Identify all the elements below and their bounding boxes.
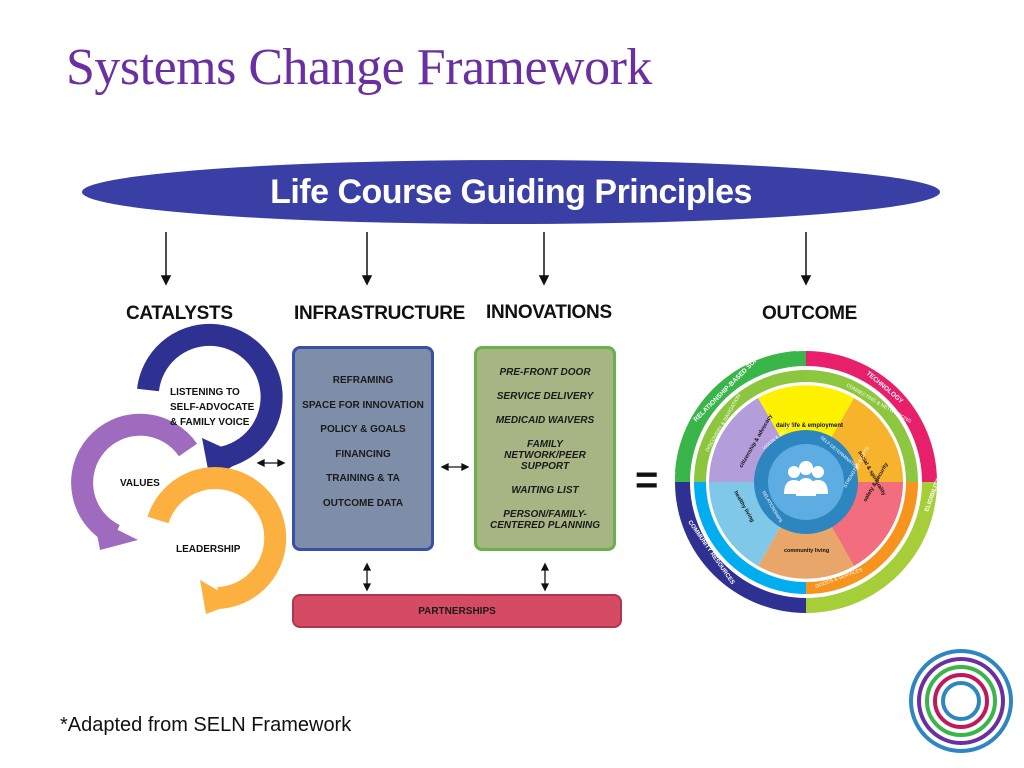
values-arrow xyxy=(71,413,198,545)
infrastructure-box: REFRAMING SPACE FOR INNOVATION POLICY & … xyxy=(292,346,434,551)
innovation-item: WAITING LIST xyxy=(511,485,579,496)
infrastructure-item: TRAINING & TA xyxy=(326,473,400,484)
logo-rings-icon xyxy=(909,649,1013,753)
catalyst-values: VALUES xyxy=(120,478,160,489)
domain-label-community: community living xyxy=(784,548,829,554)
infrastructure-heading: INFRASTRUCTURE xyxy=(294,303,466,324)
innovations-box: PRE-FRONT DOOR SERVICE DELIVERY MEDICAID… xyxy=(474,346,616,551)
banner-label: Life Course Guiding Principles xyxy=(270,172,752,211)
innovation-item: MEDICAID WAIVERS xyxy=(495,415,595,426)
infrastructure-item: OUTCOME DATA xyxy=(322,497,404,509)
infrastructure-item: SPACE FOR INNOVATION xyxy=(302,399,424,411)
outcome-heading: OUTCOME xyxy=(762,303,858,324)
outcome-wheel: daily life & employment social & spiritu… xyxy=(675,340,964,613)
page-title: Systems Change Framework xyxy=(66,39,652,96)
listening-arrow xyxy=(137,323,283,469)
equals-sign: = xyxy=(635,458,659,502)
infrastructure-item: FINANCING xyxy=(335,448,391,460)
catalyst-listening-2: SELF-ADVOCATE xyxy=(170,402,255,413)
partnerships-label: PARTNERSHIPS xyxy=(418,605,496,617)
banner-arrows xyxy=(160,232,812,286)
leadership-arrow xyxy=(147,467,287,609)
innovation-item: PRE-FRONT DOOR xyxy=(499,367,591,378)
footnote: *Adapted from SELN Framework xyxy=(60,714,352,736)
catalysts-cycle: LISTENING TO SELF-ADVOCATE & FAMILY VOIC… xyxy=(71,323,287,614)
innovation-item: PERSON/FAMILY-CENTERED PLANNING xyxy=(489,509,600,531)
catalyst-leadership: LEADERSHIP xyxy=(176,544,241,555)
catalysts-heading: CATALYSTS xyxy=(126,303,233,324)
values-arrowhead xyxy=(94,518,138,550)
catalyst-listening-3: & FAMILY VOICE xyxy=(170,417,250,428)
partnerships-bar: PARTNERSHIPS xyxy=(292,594,622,628)
people-icon xyxy=(784,461,828,496)
domain-label-daily: daily life & employment xyxy=(776,423,843,429)
catalyst-listening-1: LISTENING TO xyxy=(170,387,240,398)
innovations-heading: INNOVATIONS xyxy=(486,302,612,323)
infrastructure-item: POLICY & GOALS xyxy=(320,424,406,435)
guiding-principles-banner: Life Course Guiding Principles xyxy=(82,160,940,224)
infrastructure-item: REFRAMING xyxy=(332,375,394,386)
innovation-item: FAMILY NETWORK/PEER SUPPORT xyxy=(504,439,586,472)
leadership-arrowhead xyxy=(200,580,238,614)
innovation-item: SERVICE DELIVERY xyxy=(496,391,594,402)
